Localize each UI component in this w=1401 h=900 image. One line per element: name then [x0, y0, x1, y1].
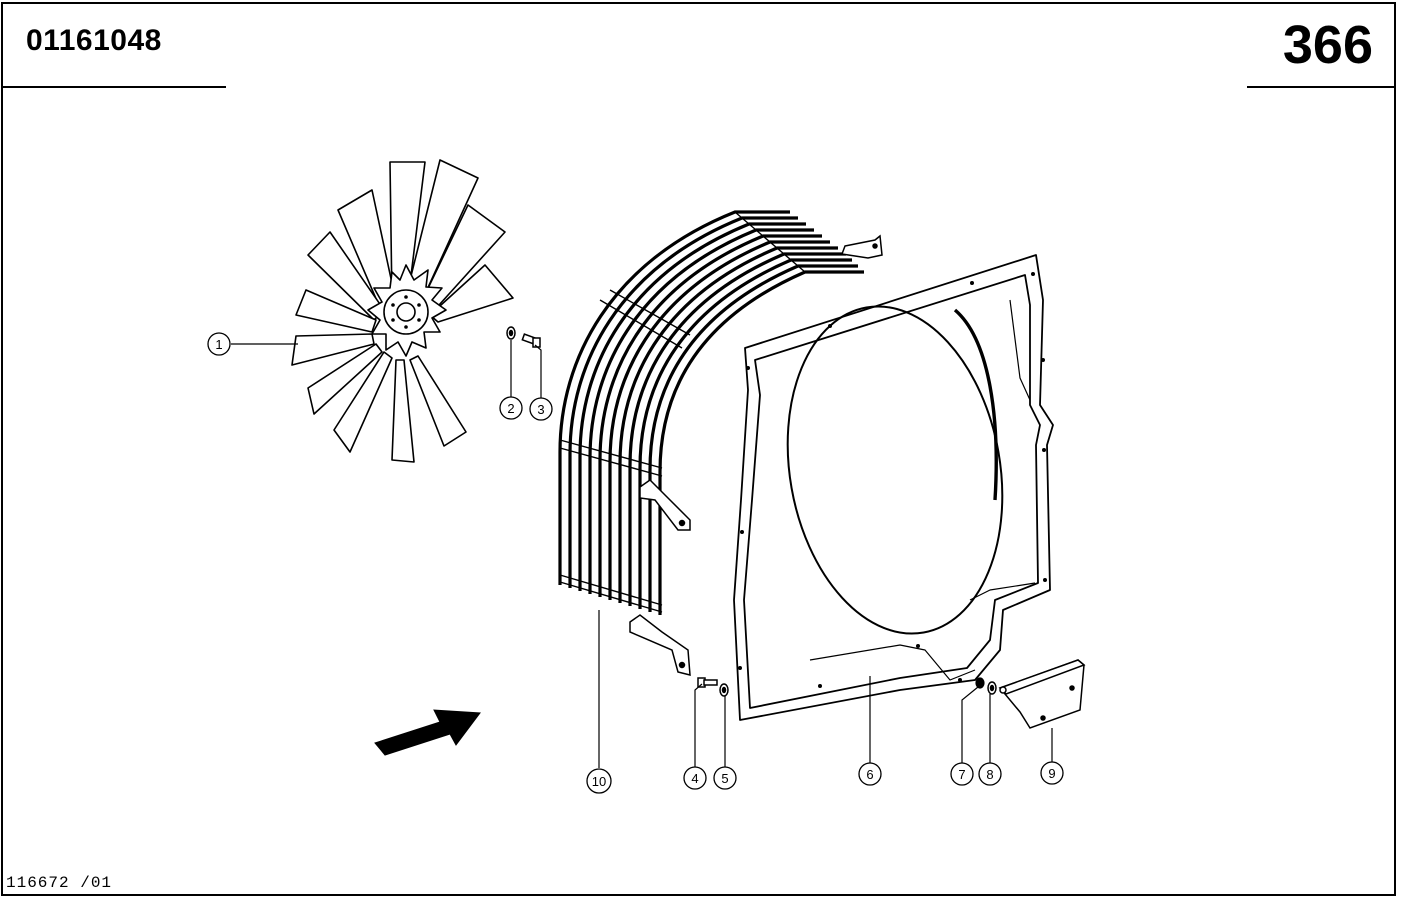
shroud-rivets [738, 272, 1047, 688]
fan-shroud-panel [733, 254, 1054, 721]
nut-7-part [975, 677, 985, 689]
callout-4: 4 [683, 766, 707, 790]
svg-text:2: 2 [507, 401, 514, 416]
fan-blade [333, 351, 393, 453]
fan-guard-grille [558, 210, 864, 615]
svg-text:4: 4 [691, 771, 698, 786]
airflow-direction-arrow [374, 709, 481, 756]
callout-7: 7 [950, 762, 974, 786]
svg-text:3: 3 [537, 402, 544, 417]
fan-blade [391, 359, 415, 463]
callout-2: 2 [499, 396, 523, 420]
bolt-4-part [697, 677, 718, 688]
callout-1: 1 [207, 332, 231, 356]
callout-9: 9 [1040, 761, 1064, 785]
callout-3: 3 [529, 397, 553, 421]
shroud-opening [786, 305, 1004, 635]
callout-10: 10 [586, 768, 612, 794]
fan-blade [291, 333, 375, 366]
fan-hub [367, 264, 447, 357]
document-number: 01161048 [26, 24, 162, 57]
fan-blade [295, 289, 377, 333]
washer-5-part [719, 683, 729, 697]
svg-text:1: 1 [215, 337, 222, 352]
fan-hub-bolt-holes [391, 295, 421, 329]
page-number: 366 [1282, 15, 1373, 75]
bolt-3-part [521, 333, 541, 348]
header-rule-left [2, 86, 226, 88]
drawing-reference-code: 116672 /01 [6, 874, 113, 892]
fan-assembly [291, 159, 514, 463]
callout-5: 5 [713, 766, 737, 790]
fan-blade [409, 355, 467, 447]
svg-text:6: 6 [866, 767, 873, 782]
callout-6: 6 [858, 762, 882, 786]
callout-8: 8 [978, 762, 1002, 786]
svg-text:7: 7 [958, 767, 965, 782]
fan-guard-crossbars [559, 211, 806, 613]
svg-text:9: 9 [1048, 766, 1055, 781]
svg-text:10: 10 [592, 774, 606, 789]
washer-2-part [506, 326, 516, 340]
svg-text:5: 5 [721, 771, 728, 786]
svg-text:8: 8 [986, 767, 993, 782]
fan-blade [307, 343, 383, 415]
bracket-9-part [998, 659, 1086, 729]
washer-8-part [987, 681, 997, 695]
fan-hub-bore [396, 302, 416, 322]
callout-leaders [231, 340, 1053, 768]
fan-blade [429, 264, 514, 323]
header-rule-right [1247, 86, 1395, 88]
fan-guard-brackets [629, 234, 883, 676]
